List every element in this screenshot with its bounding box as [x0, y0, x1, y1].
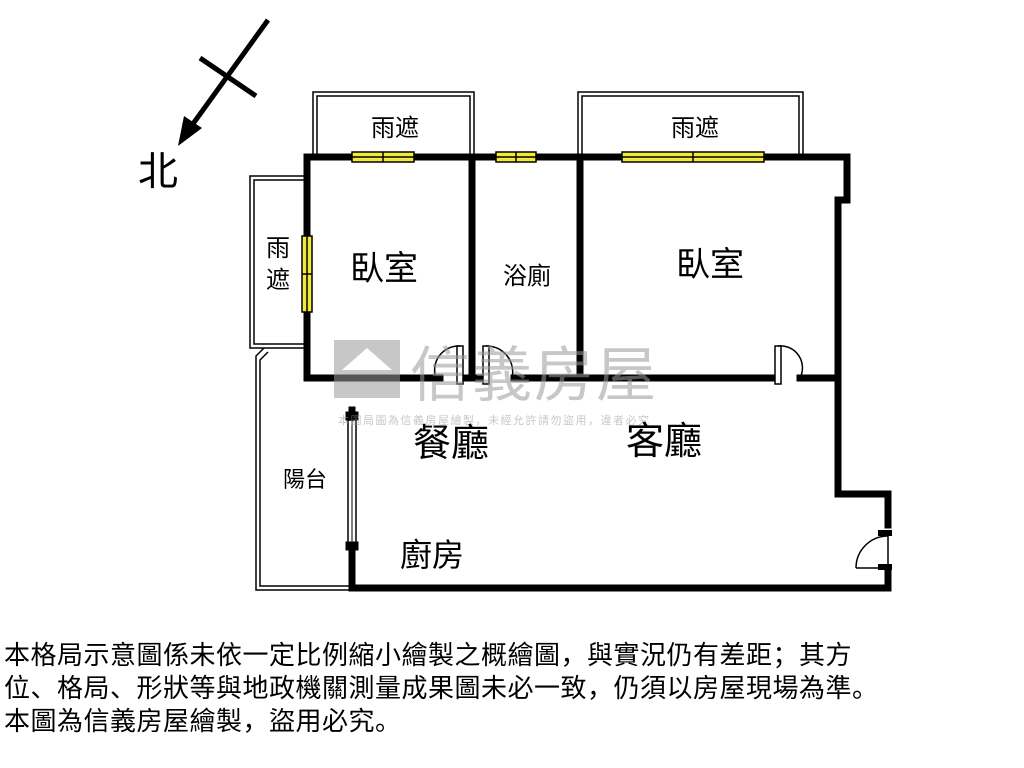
bathroom-label: 浴廁	[503, 262, 551, 290]
kitchen-label: 廚房	[400, 536, 464, 574]
disclaimer-line-2: 位、格局、形狀等與地政機關測量成果圖未必一致，仍須以房屋現場為準。	[4, 674, 879, 704]
windows	[301, 151, 765, 313]
watermark-brand: 信義房屋	[410, 341, 658, 411]
disclaimer-line-1: 本格局示意圖係未依一定比例縮小繪製之概繪圖，與實況仍有差距；其方	[4, 641, 853, 671]
watermark: 信義房屋 本圖局圖為信義房屋繪製，未經允許請勿盜用，違者必究	[334, 340, 658, 427]
balcony-label: 陽台	[283, 468, 327, 493]
door-bedroom-right	[774, 345, 804, 385]
disclaimer: 本格局示意圖係未依一定比例縮小繪製之概繪圖，與實況仍有差距；其方 位、格局、形狀…	[4, 640, 1020, 739]
canopy-left	[249, 175, 306, 349]
canopy-top-right	[577, 91, 804, 157]
compass-north-label: 北	[138, 149, 178, 195]
balcony-outline	[255, 347, 352, 591]
balcony-sliding-door	[345, 411, 359, 551]
watermark-subtext: 本圖局圖為信義房屋繪製，未經允許請勿盜用，違者必究	[338, 413, 651, 427]
canopy-left-label-bottom: 遮	[266, 266, 290, 294]
compass-arrow-head	[178, 116, 202, 146]
canopy-top-left	[312, 91, 475, 157]
disclaimer-line-3: 本圖為信義房屋繪製，盜用必究。	[4, 707, 402, 737]
canopy-left-label-top: 雨	[266, 234, 290, 262]
doors	[433, 345, 892, 570]
bedroom-left-label: 臥室	[350, 249, 418, 289]
canopy-top-left-label: 雨遮	[371, 114, 419, 142]
canopy-top-right-label: 雨遮	[671, 114, 719, 142]
door-entrance	[855, 530, 892, 570]
dining-label: 餐廳	[413, 421, 489, 465]
door-bathroom	[482, 345, 514, 385]
compass-arrow-shaft	[187, 18, 271, 130]
bedroom-right-label: 臥室	[676, 245, 744, 285]
living-label: 客廳	[626, 419, 702, 463]
door-bedroom-left	[433, 345, 464, 385]
north-compass: 北	[138, 18, 271, 195]
